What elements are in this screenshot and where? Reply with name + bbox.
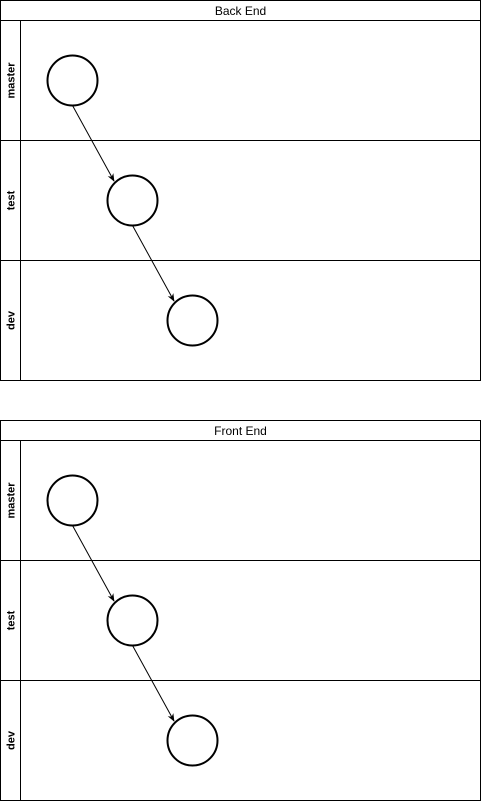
node-test-circle[interactable] [106,174,159,227]
lane-label-master: master [6,62,18,99]
node-test-circle[interactable] [106,594,159,647]
lane-label-dev: dev [6,730,18,750]
lane-label-master: master [6,482,18,519]
lane-label-dev: dev [6,310,18,330]
lane-label-test: test [6,610,18,630]
pool-title: Front End [214,424,267,438]
node-dev-circle[interactable] [166,294,219,347]
edge-master-to-test[interactable] [72,525,115,602]
node-master-circle[interactable] [46,54,99,107]
node-dev-circle[interactable] [166,714,219,767]
pool-back-end[interactable]: Back End master test dev [0,0,481,381]
pool-front-end[interactable]: Front End master test dev [0,420,481,801]
edge-test-to-dev[interactable] [132,225,175,302]
lane-label-test: test [6,190,18,210]
pool-title: Back End [215,4,266,18]
edge-master-to-test[interactable] [72,105,115,182]
node-master-circle[interactable] [46,474,99,527]
edge-test-to-dev[interactable] [132,645,175,722]
